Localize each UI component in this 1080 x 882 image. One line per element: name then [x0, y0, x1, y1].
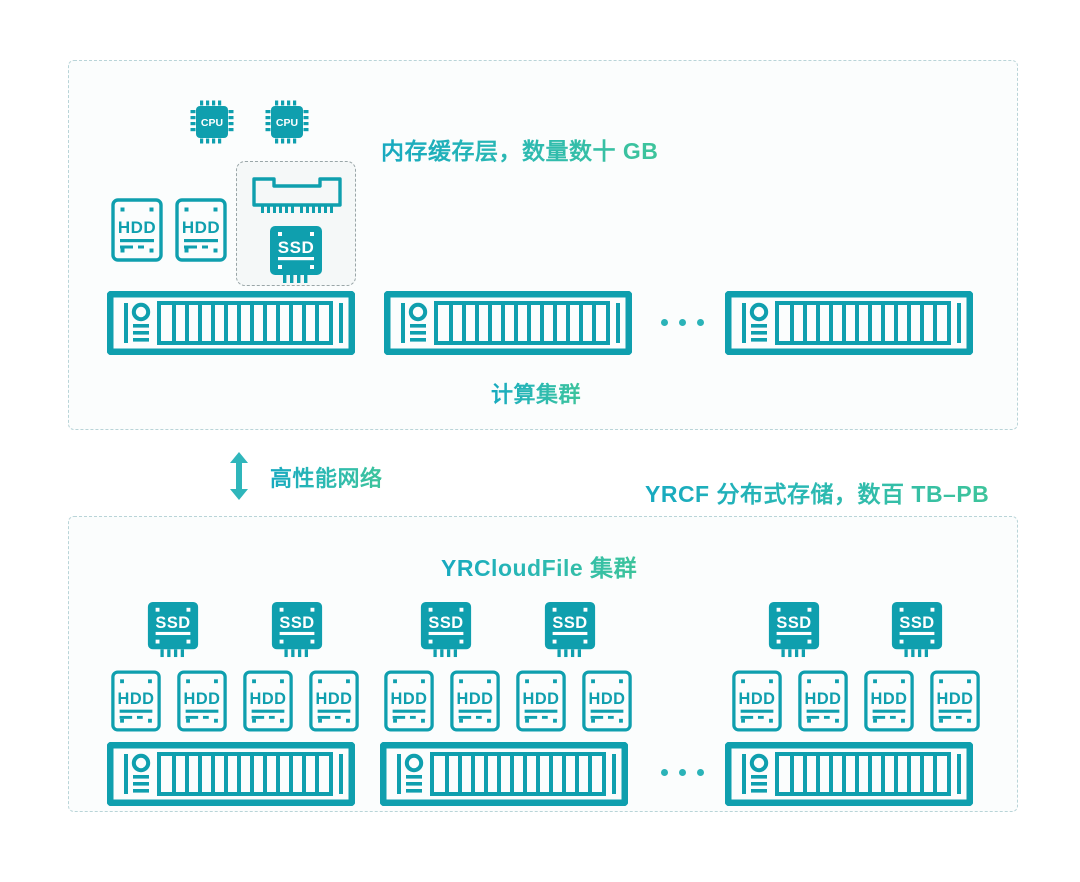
compute-cluster-panel: CPU CPU 内存缓存层，数量数十 GB	[68, 60, 1018, 430]
hdd-icon: HDD	[516, 670, 566, 732]
hdd-icon: HDD	[111, 670, 161, 732]
hdd-icon-label: HDD	[391, 690, 428, 708]
compute-cluster-label: 计算集群	[491, 377, 581, 409]
ssd-icon-label: SSD	[279, 614, 314, 632]
hdd-icon-label: HDD	[184, 690, 221, 708]
ssd-icon-label: SSD	[899, 614, 934, 632]
server-rack-icon	[380, 742, 628, 806]
hdd-icon-label: HDD	[118, 690, 155, 708]
ellipsis-dot	[661, 319, 668, 326]
hdd-icon-label: HDD	[523, 690, 560, 708]
server-rack-icon	[107, 291, 355, 355]
storage-cluster-heading: YRCloudFile 集群	[441, 549, 637, 583]
storage-rack-ellipsis	[661, 769, 704, 776]
server-rack-icon	[384, 291, 632, 355]
hdd-icon-label: HDD	[805, 690, 842, 708]
hdd-icon: HDD	[798, 670, 848, 732]
hdd-icon: HDD	[384, 670, 434, 732]
hdd-icon: HDD	[930, 670, 980, 732]
network-label: 高性能网络	[270, 461, 383, 493]
hdd-icon-label: HDD	[182, 218, 220, 237]
ssd-icon: SSD	[271, 602, 323, 658]
hdd-icon: HDD	[732, 670, 782, 732]
ssd-icon-label: SSD	[155, 614, 190, 632]
cpu-icon-label: CPU	[201, 117, 223, 129]
ssd-icon-label: SSD	[278, 238, 314, 257]
ellipsis-dot	[697, 769, 704, 776]
hdd-icon-label: HDD	[118, 218, 156, 237]
cpu-icon-label: CPU	[276, 117, 298, 129]
server-rack-icon	[725, 291, 973, 355]
ram-icon	[252, 177, 342, 213]
server-rack-icon	[107, 742, 355, 806]
ellipsis-dot	[661, 769, 668, 776]
storage-capacity-label: YRCF 分布式存储，数百 TB–PB	[645, 475, 989, 509]
ssd-icon: SSD	[147, 602, 199, 658]
hdd-icon: HDD	[177, 670, 227, 732]
hdd-icon: HDD	[450, 670, 500, 732]
hdd-icon-label: HDD	[739, 690, 776, 708]
hdd-icon-label: HDD	[589, 690, 626, 708]
hdd-icon: HDD	[864, 670, 914, 732]
hdd-icon-label: HDD	[457, 690, 494, 708]
hdd-icon: HDD	[309, 670, 359, 732]
ssd-icon: SSD	[544, 602, 596, 658]
double-arrow-vertical-icon	[230, 452, 248, 500]
hdd-icon-label: HDD	[316, 690, 353, 708]
ssd-icon-label: SSD	[428, 614, 463, 632]
ssd-icon: SSD	[270, 226, 322, 283]
ssd-icon: SSD	[768, 602, 820, 658]
server-rack-icon	[725, 742, 973, 806]
hdd-icon: HDD	[111, 198, 163, 262]
ssd-icon: SSD	[420, 602, 472, 658]
ellipsis-dot	[679, 769, 686, 776]
hdd-icon: HDD	[243, 670, 293, 732]
hdd-icon-label: HDD	[937, 690, 974, 708]
ellipsis-dot	[679, 319, 686, 326]
hdd-icon: HDD	[175, 198, 227, 262]
ssd-icon-label: SSD	[776, 614, 811, 632]
cpu-icon: CPU	[190, 100, 234, 144]
cpu-icon: CPU	[265, 100, 309, 144]
memory-cache-label: 内存缓存层，数量数十 GB	[381, 132, 658, 166]
hdd-icon-label: HDD	[250, 690, 287, 708]
compute-rack-ellipsis	[661, 319, 704, 326]
ssd-icon-label: SSD	[552, 614, 587, 632]
ellipsis-dot	[697, 319, 704, 326]
hdd-icon: HDD	[582, 670, 632, 732]
hdd-icon-label: HDD	[871, 690, 908, 708]
storage-cluster-panel: YRCloudFile 集群 SSD SSD	[68, 516, 1018, 812]
ssd-icon: SSD	[891, 602, 943, 658]
